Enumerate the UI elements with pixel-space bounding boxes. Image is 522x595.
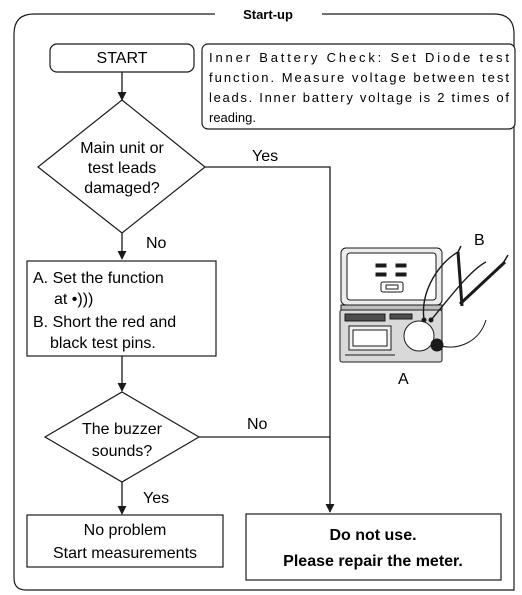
illustration-label-a: A xyxy=(398,371,409,388)
battery-note-box xyxy=(201,43,516,130)
ok-line-1: No problem xyxy=(84,522,167,539)
instr-line-2: at •))) xyxy=(54,291,93,308)
buzzer-line-1: The buzzer xyxy=(82,421,163,438)
test-lead-red xyxy=(422,251,459,321)
probe-2 xyxy=(458,260,507,306)
stop-line-2: Please repair the meter. xyxy=(283,553,463,570)
frame-title: Start-up xyxy=(243,7,293,22)
start-label: START xyxy=(97,50,148,67)
ok-line-2: Start measurements xyxy=(53,545,197,562)
buzzer-line-2: sounds? xyxy=(92,443,153,460)
damage-decision-text: Main unit or test leads damaged? xyxy=(80,140,164,197)
illustration-label-b: B xyxy=(474,232,485,249)
no-problem-text: No problem Start measurements xyxy=(53,522,197,562)
instructions-text: A. Set the function at •))) B. Short the… xyxy=(33,270,176,352)
do-not-use-box xyxy=(245,513,502,581)
probe-1 xyxy=(456,251,464,307)
yes-label-2: Yes xyxy=(143,490,169,507)
note-line-3: leads. Inner battery voltage is 2 times … xyxy=(209,90,509,105)
instr-line-4: black test pins. xyxy=(50,335,156,352)
instr-line-1: A. Set the function xyxy=(33,270,164,287)
no-label-2: No xyxy=(247,416,268,433)
multimeter-illustration xyxy=(339,245,509,363)
damage-line-1: Main unit or xyxy=(80,140,164,157)
outer-frame xyxy=(13,13,515,591)
test-lead-black xyxy=(430,261,487,321)
do-not-use-text: Do not use. Please repair the meter. xyxy=(283,527,463,570)
meter-dial xyxy=(403,320,435,352)
note-line-1: Inner Battery Check: Set Diode test xyxy=(209,50,509,65)
no-problem-box xyxy=(26,514,224,568)
note-line-4: reading. xyxy=(209,110,256,125)
instr-line-3: B. Short the red and xyxy=(33,314,176,331)
buzzer-decision-text: The buzzer sounds? xyxy=(82,421,163,460)
yes-path-damage xyxy=(205,166,335,513)
damage-line-2: test leads xyxy=(88,160,156,177)
no-label-1: No xyxy=(146,235,167,252)
stop-line-1: Do not use. xyxy=(329,527,416,544)
yes-label-1: Yes xyxy=(252,148,278,165)
damage-line-3: damaged? xyxy=(84,180,160,197)
